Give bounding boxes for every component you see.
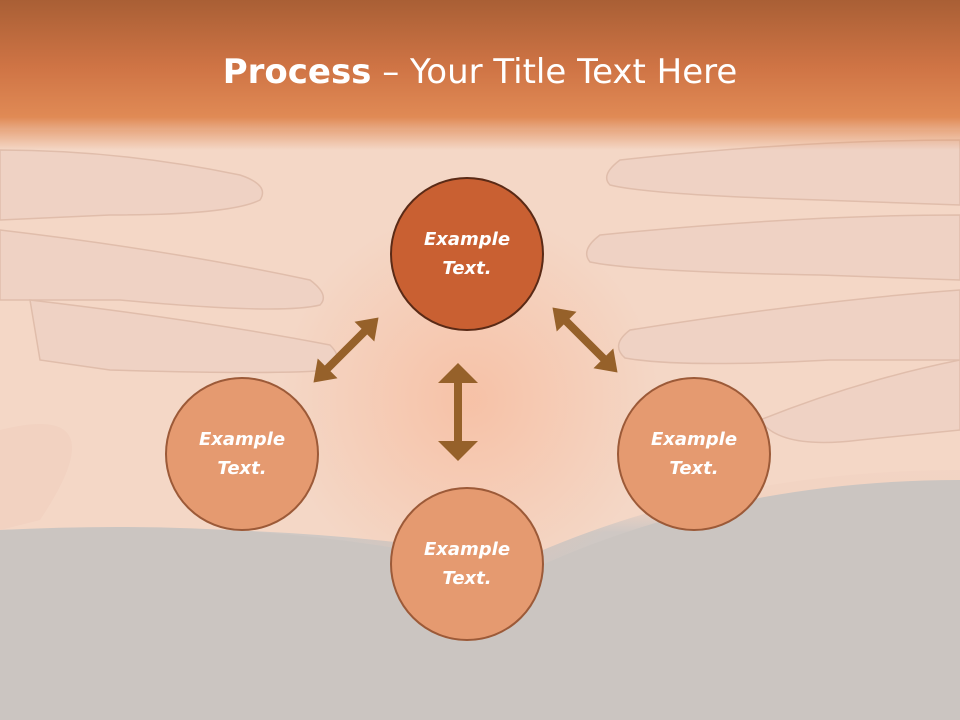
arrow-vertical bbox=[438, 363, 478, 461]
circle-left-line2: Text. bbox=[217, 458, 267, 479]
title-rest: – Your Title Text Here bbox=[371, 52, 738, 92]
circle-left-line1: Example bbox=[198, 429, 286, 450]
arrow-top-right bbox=[552, 307, 618, 373]
circle-bottom-line1: Example bbox=[423, 539, 511, 560]
circle-right-line2: Text. bbox=[669, 458, 719, 479]
circle-top-line1: Example bbox=[423, 229, 511, 250]
title-band bbox=[0, 0, 960, 150]
title-bold: Process bbox=[222, 52, 372, 92]
circle-right-line1: Example bbox=[650, 429, 738, 450]
circle-bottom-line2: Text. bbox=[442, 568, 492, 589]
slide-title: Process – Your Title Text Here bbox=[0, 52, 960, 92]
arrow-top-left bbox=[313, 317, 379, 383]
circle-top-line2: Text. bbox=[442, 258, 492, 279]
